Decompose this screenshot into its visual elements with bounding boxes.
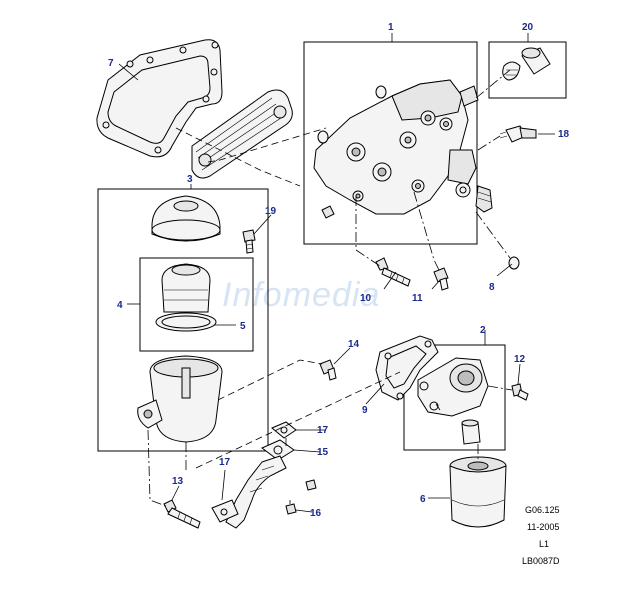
callout-17-lower: 17	[219, 457, 231, 468]
watermark-text: Infomedia	[222, 276, 380, 314]
callout-8: 8	[489, 282, 495, 293]
oil-pump-housing-part	[313, 79, 479, 215]
sleeve-part	[502, 47, 551, 81]
callout-3: 3	[187, 174, 193, 185]
figure-reference: G06.125	[525, 505, 560, 515]
callout-13: 13	[172, 476, 184, 487]
filter-housing-part	[137, 355, 223, 443]
callout-11: 11	[412, 293, 423, 304]
oil-filter-part	[449, 456, 507, 528]
oil-cooler-part	[191, 89, 293, 179]
filter-element-part	[155, 263, 217, 332]
bolt-part-11	[433, 267, 449, 291]
callout-15: 15	[317, 447, 329, 458]
bolt-part-12	[511, 383, 529, 401]
gasket-part-17b	[211, 499, 239, 523]
small-bolt-part	[321, 205, 335, 219]
frame-filter-adaptor	[403, 344, 506, 451]
callout-4: 4	[117, 300, 123, 311]
reference-code: LB0087D	[522, 556, 560, 566]
callout-19: 19	[265, 206, 277, 217]
drain-plug-part	[455, 182, 493, 213]
gasket-part-17	[271, 421, 297, 439]
leader-lines	[118, 33, 555, 513]
frame-oil-pump-housing	[303, 41, 478, 245]
callout-7: 7	[108, 58, 114, 69]
filter-adaptor-part	[417, 357, 489, 445]
reference-date: 11-2005	[527, 522, 559, 532]
callout-14: 14	[348, 339, 360, 350]
callout-9: 9	[362, 405, 368, 416]
frame-filter-element	[139, 257, 254, 352]
assembly-lines	[147, 69, 513, 507]
callout-6: 6	[420, 494, 426, 505]
frame-oil-filter-housing	[97, 188, 269, 452]
oil-pipe-part	[225, 455, 287, 529]
callout-17-upper: 17	[317, 425, 329, 436]
callout-16: 16	[310, 508, 322, 519]
callout-1: 1	[388, 22, 394, 33]
frame-sensor-sleeve	[488, 41, 567, 99]
gasket-part	[96, 39, 223, 158]
callout-12: 12	[514, 354, 526, 365]
o-ring-part	[317, 130, 329, 144]
callout-10: 10	[360, 293, 372, 304]
bolt-part-16	[285, 479, 317, 515]
filter-cap-part	[151, 195, 221, 242]
callout-20: 20	[522, 22, 534, 33]
bolt-part-13	[163, 499, 201, 529]
bolt-part-10	[375, 257, 411, 287]
bolt-part-19	[242, 229, 256, 254]
reference-level: L1	[539, 539, 549, 549]
callout-2: 2	[480, 325, 486, 336]
callout-18: 18	[558, 129, 570, 140]
bolt-part-14	[319, 359, 337, 381]
o-ring-part	[375, 85, 387, 99]
callout-5: 5	[240, 321, 246, 332]
oil-pressure-sensor-part	[499, 125, 537, 143]
adaptor-gasket-part	[375, 335, 439, 401]
o-ring-part-8	[508, 256, 520, 270]
